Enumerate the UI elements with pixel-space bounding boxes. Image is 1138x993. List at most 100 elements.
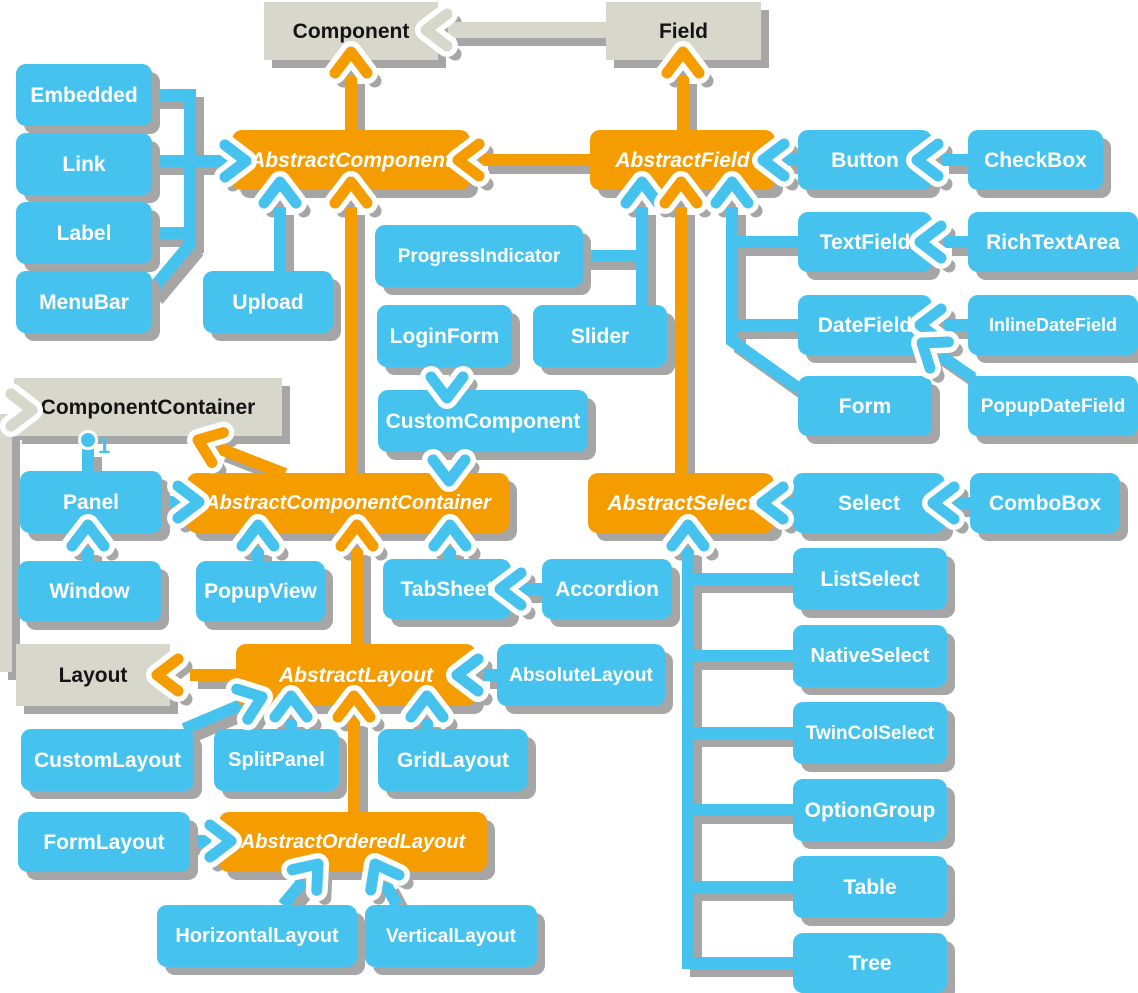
node-label-loginform: LoginForm [389, 324, 500, 348]
arrowhead-33 [400, 685, 454, 728]
node-label-button: Button [831, 148, 899, 172]
connector-acc-to-compcont-diag [215, 442, 288, 480]
node-label-twincolselect: TwinColSelect [805, 722, 935, 744]
node-formlayout: FormLayout [18, 812, 190, 872]
arrowhead-30 [225, 678, 273, 731]
node-label-formlayout: FormLayout [43, 830, 165, 854]
node-label-embedded: Embedded [30, 83, 138, 107]
node-label-table: Table [843, 875, 897, 899]
node-label-popupdatefield: PopupDateField [980, 395, 1126, 417]
node-label-customcomponent: CustomComponent [385, 409, 581, 433]
node-form: Form [798, 376, 932, 436]
arrowhead-4 [253, 171, 307, 214]
node-gridlayout: GridLayout [378, 729, 528, 791]
node-table: Table [793, 856, 947, 918]
node-componentcontainer: ComponentContainer [14, 378, 282, 436]
node-label-tabsheet: TabSheet [400, 577, 494, 601]
node-label-abstractorderedlayout: AbstractOrderedLayout [240, 831, 466, 853]
node-horizontallayout: HorizontalLayout [157, 905, 357, 967]
node-label-checkbox: CheckBox [984, 148, 1087, 172]
arrowhead-5 [324, 171, 378, 214]
containment-lollipop [78, 430, 98, 450]
node-label-slider: Slider [570, 324, 630, 348]
arrowhead-17 [0, 383, 43, 437]
arrowhead-22 [330, 514, 384, 557]
node-nativeselect: NativeSelect [793, 625, 947, 687]
node-label-component: Component [292, 19, 410, 43]
node-label-select: Select [838, 491, 900, 515]
node-select: Select [793, 473, 945, 533]
node-checkbox: CheckBox [968, 130, 1103, 190]
node-label-listselect: ListSelect [820, 567, 920, 591]
node-label-abstractcomponentcontainer: AbstractComponentContainer [205, 492, 491, 514]
node-label-horizontallayout: HorizontalLayout [175, 925, 339, 947]
node-popupview: PopupView [196, 561, 325, 622]
node-label-combobox: ComboBox [989, 491, 1101, 515]
node-label-datefield: DateField [817, 313, 913, 337]
arrowhead-2 [415, 3, 458, 57]
node-link: Link [16, 133, 152, 195]
node-progressindicator: ProgressIndicator [375, 225, 583, 287]
node-label-accordion: Accordion [555, 577, 659, 601]
node-accordion: Accordion [542, 559, 672, 619]
arrowhead-29 [446, 648, 489, 702]
node-listselect: ListSelect [793, 548, 947, 610]
node-label-gridlayout: GridLayout [396, 748, 509, 772]
node-embedded: Embedded [16, 64, 152, 126]
arrowhead-12 [909, 215, 952, 269]
node-component: Component [264, 2, 438, 60]
arrowhead-1 [656, 41, 710, 84]
node-label-label: Label [56, 221, 112, 245]
node-loginform: LoginForm [377, 305, 512, 367]
shadow-menubar-diag [153, 247, 204, 304]
node-label-layout: Layout [58, 663, 128, 687]
arrowhead-35 [281, 853, 329, 902]
node-customlayout: CustomLayout [21, 729, 194, 791]
node-layout: Layout [16, 644, 170, 706]
arrowhead-32 [327, 685, 381, 728]
node-abstractselect: AbstractSelect [588, 473, 774, 533]
node-popupdatefield: PopupDateField [968, 376, 1138, 436]
arrowhead-0 [324, 41, 378, 84]
node-splitpanel: SplitPanel [214, 729, 339, 791]
arrowhead-36 [359, 853, 410, 902]
arrowhead-9 [705, 171, 759, 214]
arrowhead-14 [911, 330, 960, 380]
arrowhead-28 [146, 648, 189, 702]
arrowhead-15 [420, 366, 474, 409]
node-tree: Tree [793, 933, 947, 993]
arrowhead-27 [489, 562, 532, 616]
arrowhead-18 [187, 421, 235, 474]
node-absolutelayout: AbsoluteLayout [497, 644, 665, 706]
arrowhead-31 [264, 685, 318, 728]
node-abstractorderedlayout: AbstractOrderedLayout [219, 812, 487, 872]
shadow-embedded-bus [160, 97, 204, 253]
arrowhead-3 [214, 134, 257, 188]
node-label-tree: Tree [848, 951, 892, 975]
connector-customlayout-diag [181, 695, 253, 735]
connector-embedded-bus [152, 89, 196, 245]
arrowhead-11 [906, 133, 949, 187]
node-label-menubar: MenuBar [39, 290, 129, 314]
connector-af-right-stem [726, 207, 802, 393]
node-label-window: Window [49, 580, 130, 603]
arrowhead-34 [199, 814, 242, 868]
connector-horizontallayout-diag [278, 877, 308, 909]
node-label-progressindicator: ProgressIndicator [397, 245, 561, 267]
node-label-abstractlayout: AbstractLayout [278, 663, 434, 687]
node-slider: Slider [533, 305, 667, 367]
node-customcomponent: CustomComponent [378, 390, 588, 452]
node-label-link: Link [62, 152, 106, 176]
node-label-field: Field [658, 19, 708, 43]
node-label-splitpanel: SplitPanel [228, 749, 325, 771]
multiplicity-label: 1 [98, 433, 110, 458]
arrowhead-8 [654, 171, 708, 214]
node-label-optiongroup: OptionGroup [804, 798, 936, 822]
connector-verticallayout-diag [379, 880, 403, 908]
node-label-form: Form [838, 394, 892, 418]
node-label-popupview: PopupView [204, 580, 317, 603]
node-twincolselect: TwinColSelect [793, 702, 947, 764]
node-label-textfield: TextField [819, 230, 911, 254]
arrowhead-16 [422, 449, 476, 492]
